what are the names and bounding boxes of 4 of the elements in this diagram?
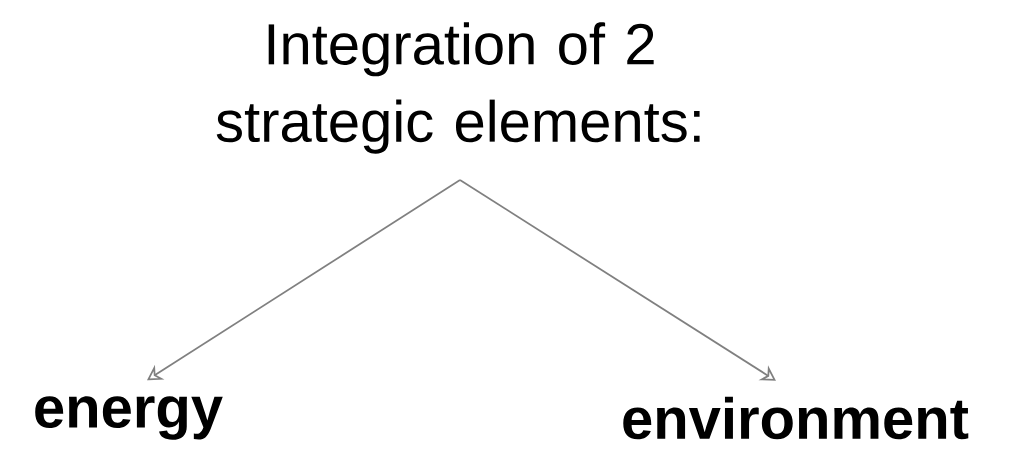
title-text: Integration of 2 strategic elements:	[216, 22, 700, 154]
node-label: energy	[35, 396, 223, 440]
arrow	[459, 179, 776, 381]
node-label: environment	[623, 396, 969, 440]
